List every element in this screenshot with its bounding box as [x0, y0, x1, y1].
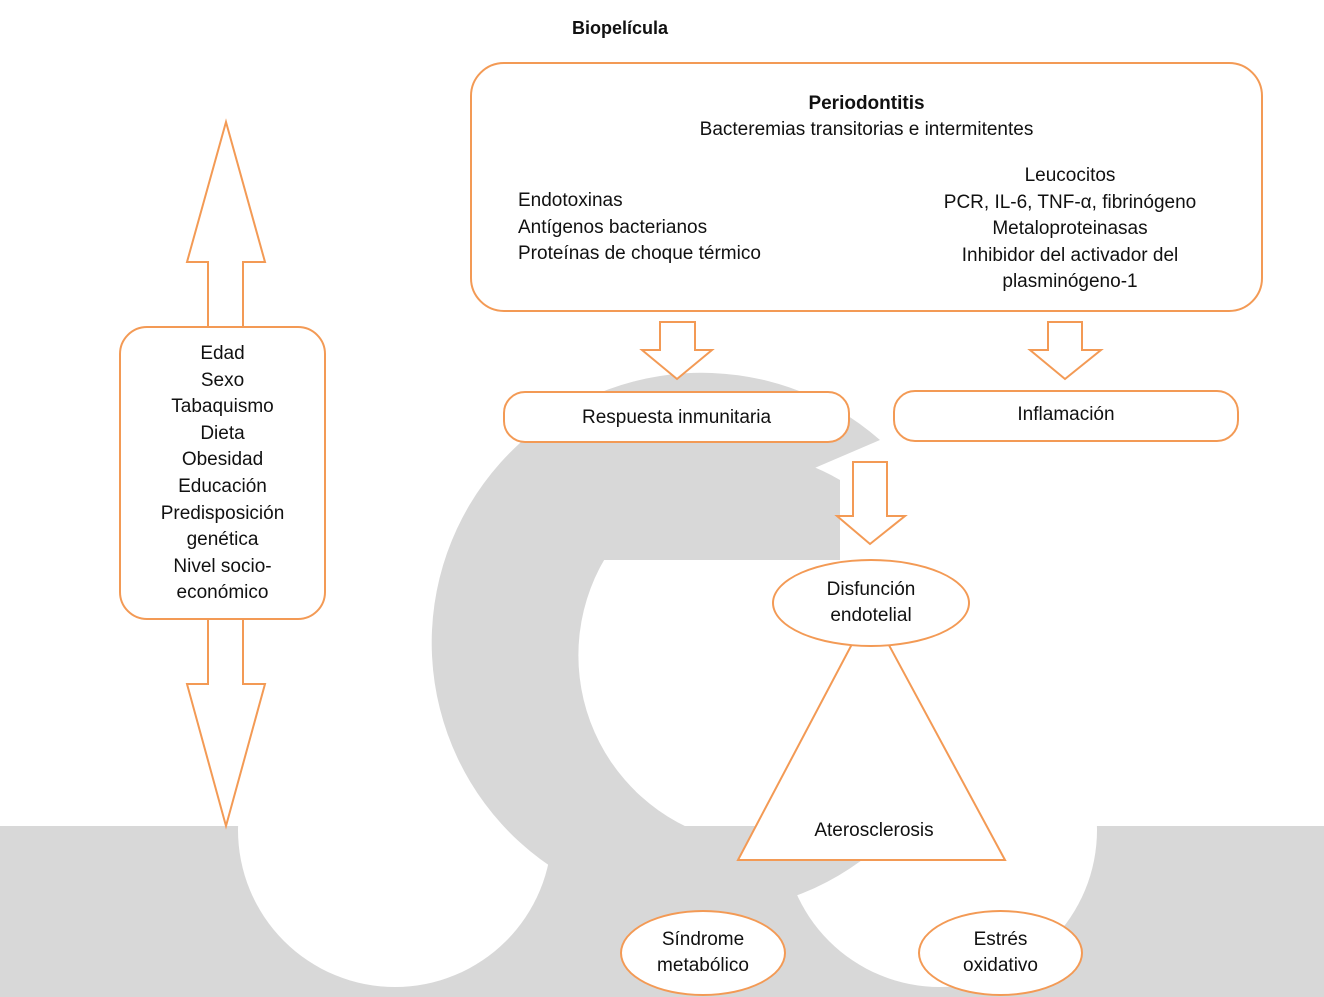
atherosclerosis-triangle — [736, 607, 1007, 861]
list-item: plasminógeno-1 — [1002, 271, 1138, 292]
arrow-inflammation — [1027, 321, 1104, 381]
list-item: Sexo — [200, 369, 245, 391]
list-item: Edad — [200, 343, 245, 364]
list-item: Metaloproteinasas — [992, 218, 1148, 239]
list-item: Obesidad — [181, 449, 264, 471]
list-item: genética — [186, 529, 259, 551]
oval-line: oxidativo — [963, 955, 1038, 976]
oval-line: Síndrome — [661, 929, 745, 950]
left-items: Endotoxinas Antígenos bacterianos Proteí… — [518, 188, 818, 268]
list-item: Nivel socio- — [173, 555, 272, 577]
diagram-title: Biopelícula — [571, 18, 669, 38]
list-item: Endotoxinas — [518, 190, 623, 211]
list-item: Inhibidor del activador del — [961, 244, 1179, 266]
periodontitis-heading: Periodontitis — [808, 93, 925, 114]
list-item: Tabaquismo — [171, 396, 274, 418]
list-item: Proteínas de choque térmico — [518, 243, 761, 264]
up-arrow — [185, 118, 267, 331]
down-arrow — [185, 614, 267, 830]
list-item: Predisposición — [160, 502, 285, 524]
list-item: Antígenos bacterianos — [518, 216, 708, 238]
risk-factors-list: Edad Sexo Tabaquismo Dieta Obesidad Educ… — [119, 341, 326, 607]
metabolic-syndrome-oval: Síndrome metabólico — [620, 910, 786, 996]
atherosclerosis-label: Aterosclerosis — [814, 820, 934, 841]
inflammation-box — [893, 390, 1239, 442]
list-item: Leucocitos — [1024, 165, 1116, 186]
arrow-endothelial — [834, 461, 908, 546]
list-item: económico — [176, 582, 269, 604]
risk-factors-box — [119, 326, 326, 620]
endothelial-dysfunction-oval: Disfunción endotelial — [772, 559, 970, 647]
oxidative-stress-oval: Estrés oxidativo — [918, 910, 1083, 996]
periodontitis-box — [470, 62, 1263, 312]
immune-response-label: Respuesta inmunitaria — [581, 407, 772, 428]
list-item: Educación — [178, 475, 267, 497]
list-item: Dieta — [200, 422, 245, 444]
oval-line: endotelial — [830, 605, 912, 626]
oval-line: Estrés — [973, 929, 1028, 950]
periodontitis-subheading: Bacteremias transitorias e intermitentes — [699, 119, 1034, 140]
right-items: Leucocitos PCR, IL-6, TNF-α, fibrinógeno… — [920, 163, 1220, 296]
arrow-immune — [639, 321, 715, 381]
immune-response-box — [503, 391, 850, 443]
oval-line: metabólico — [657, 955, 749, 976]
list-item: PCR, IL-6, TNF-α, fibrinógeno — [943, 191, 1197, 213]
oval-line: Disfunción — [826, 579, 916, 600]
inflammation-label: Inflamación — [1017, 404, 1115, 425]
